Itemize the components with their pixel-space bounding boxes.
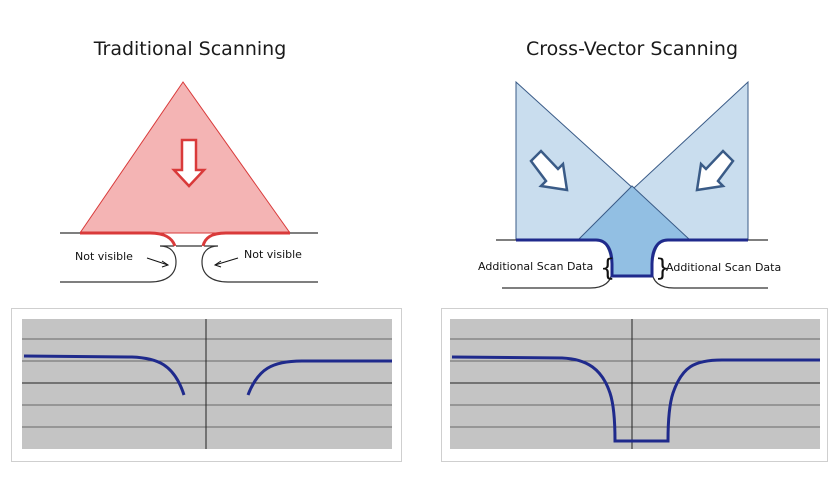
traditional-scanning-title: Traditional Scanning [93,38,287,60]
visible-edge-left [80,231,177,247]
cross-vector-scan-diagram: { } Additional Scan Data Additional Scan… [478,80,781,289]
brace-right: } [655,254,670,282]
traditional-scan-diagram: Not visible Not visible [60,81,318,283]
hollow-down-arrow-icon [171,138,207,188]
profile-curve-full [451,355,820,443]
hollow-diagonal-arrow-down-right-icon [529,149,569,192]
visible-edge-full [516,238,748,278]
pointer-arrow-left [146,257,169,266]
groove-block-right [201,245,318,283]
additional-scan-label-right: Additional Scan Data [666,261,781,274]
pointer-arrow-right [214,257,239,266]
profile-curve-left [23,354,186,396]
profile-curve-right [246,359,392,396]
traditional-profile-plot [11,308,402,462]
additional-scan-label-left: Additional Scan Data [478,260,593,273]
not-visible-label-right: Not visible [244,248,302,261]
brace-left: { [600,254,615,282]
not-visible-label-left: Not visible [75,250,133,263]
hollow-diagonal-arrow-down-left-icon [695,149,735,192]
plot-area [450,319,820,449]
cross-vector-profile-plot [441,308,828,462]
plot-area [22,319,392,449]
scan-diagrams: Not visible Not visible { } Additional S… [60,80,781,289]
groove-block-left [60,245,177,283]
cross-vector-scanning-title: Cross-Vector Scanning [525,38,739,60]
visible-edge-right [201,231,290,247]
